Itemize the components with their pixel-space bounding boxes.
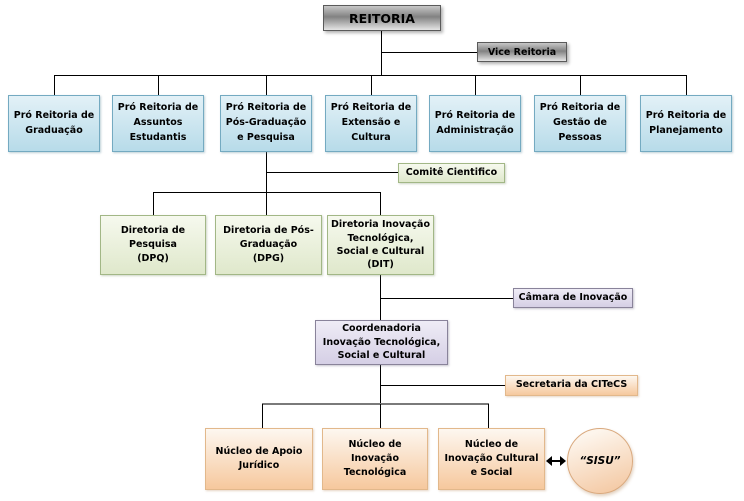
org-node-nucleo-apoio-juridico: Núcleo de Apoio Jurídico bbox=[205, 428, 313, 490]
org-node-camara-inovacao: Câmara de Inovação bbox=[513, 288, 633, 308]
connector-line bbox=[381, 52, 477, 53]
org-node-coordenadoria-citecs: Coordenadoria Inovação Tecnológica, Soci… bbox=[315, 320, 448, 365]
connector-line bbox=[475, 75, 476, 95]
bidirectional-arrow-icon bbox=[545, 453, 567, 472]
connector-line bbox=[153, 192, 154, 215]
connector-line bbox=[54, 75, 55, 95]
org-node-reitoria: REITORIA bbox=[323, 5, 441, 31]
connector-line bbox=[380, 365, 381, 404]
connector-line bbox=[381, 31, 382, 75]
connector-line bbox=[380, 298, 513, 299]
connector-line bbox=[266, 192, 267, 215]
connector-line bbox=[153, 192, 381, 193]
org-node-secretaria-citecs: Secretaria da CITeCS bbox=[505, 375, 638, 396]
org-node-pro-reitoria-pos-graduacao-pesquisa: Pró Reitoria de Pós-Graduação e Pesquisa bbox=[220, 95, 312, 152]
connector-line bbox=[262, 404, 263, 428]
connector-line bbox=[262, 403, 489, 405]
connector-line bbox=[380, 404, 381, 428]
org-node-comite-cientifico: Comitê Cientifico bbox=[398, 163, 505, 183]
org-node-diretoria-pesquisa-dpq: Diretoria de Pesquisa (DPQ) bbox=[100, 215, 206, 275]
org-node-nucleo-inovacao-tecnologica: Núcleo de Inovação Tecnológica bbox=[322, 428, 428, 490]
connector-line bbox=[266, 75, 267, 95]
connector-line bbox=[54, 75, 687, 76]
connector-line bbox=[371, 75, 372, 95]
connector-line bbox=[686, 75, 687, 95]
org-node-diretoria-pos-graduacao-dpg: Diretoria de Pós- Graduação (DPG) bbox=[215, 215, 322, 275]
org-node-pro-reitoria-assuntos-estudantis: Pró Reitoria de Assuntos Estudantis bbox=[112, 95, 204, 152]
connector-line bbox=[380, 385, 505, 386]
connector-line bbox=[158, 75, 159, 95]
org-node-nucleo-inovacao-cultural-social: Núcleo de Inovação Cultural e Social bbox=[438, 428, 545, 490]
org-node-vice-reitoria: Vice Reitoria bbox=[477, 42, 567, 62]
org-node-pro-reitoria-administracao: Pró Reitoria de Administração bbox=[429, 95, 521, 152]
connector-line bbox=[380, 275, 381, 320]
org-node-diretoria-inovacao-dit: Diretoria Inovação Tecnológica, Social e… bbox=[327, 215, 434, 275]
org-node-pro-reitoria-extensao-cultura: Pró Reitoria de Extensão e Cultura bbox=[325, 95, 417, 152]
org-node-sisu: “SISU” bbox=[567, 428, 633, 494]
connector-line bbox=[488, 404, 489, 428]
org-node-pro-reitoria-gestao-pessoas: Pró Reitoria de Gestão de Pessoas bbox=[534, 95, 626, 152]
org-node-pro-reitoria-graduacao: Pró Reitoria de Graduação bbox=[8, 95, 100, 152]
connector-line bbox=[380, 192, 381, 215]
connector-line bbox=[580, 75, 581, 95]
connector-line bbox=[266, 172, 398, 173]
org-node-pro-reitoria-planejamento: Pró Reitoria de Planejamento bbox=[640, 95, 732, 152]
